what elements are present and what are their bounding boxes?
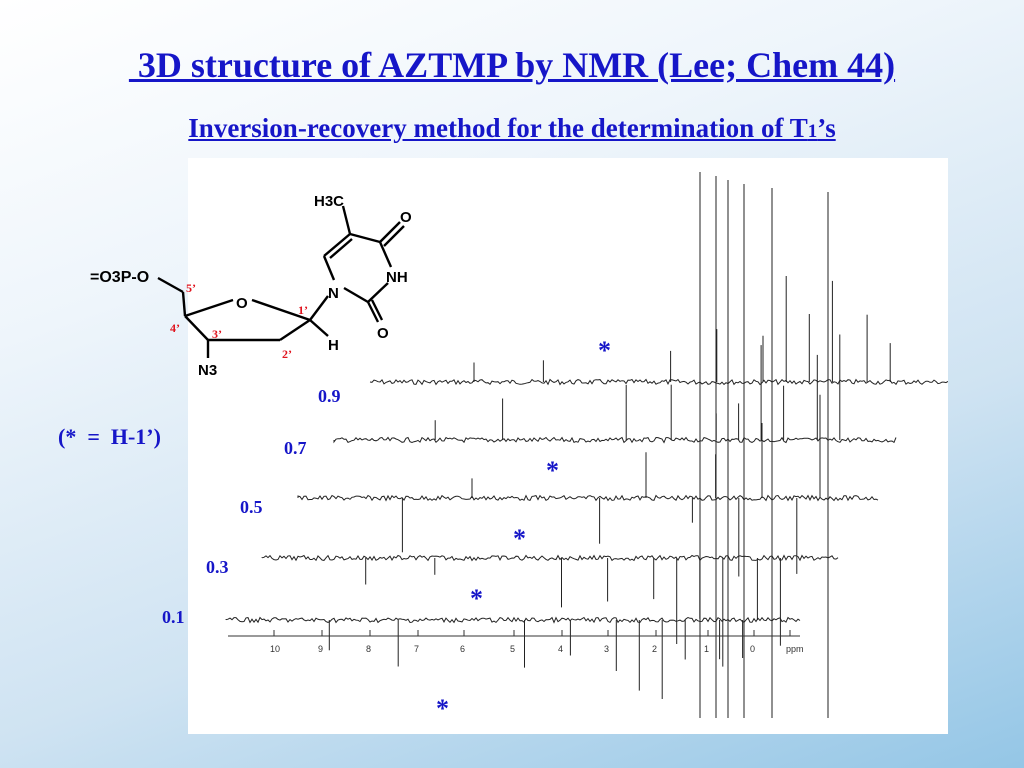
axis-tick-label: 5 — [510, 644, 515, 654]
axis-tick-label: 10 — [270, 644, 280, 654]
carbonyl-bottom-label: O — [377, 325, 389, 342]
spectrum-trace-1 — [333, 436, 897, 444]
subtitle-suffix: ’s — [817, 113, 836, 143]
axis-tick-label: 7 — [414, 644, 419, 654]
axis-tick-label: 3 — [604, 644, 609, 654]
delay-label-1: 0.7 — [284, 438, 307, 458]
spectrum-trace-0 — [369, 378, 948, 386]
h1-marker-4: * — [436, 694, 449, 723]
pos-3-label: 3’ — [212, 327, 222, 341]
axis-tick-label: 6 — [460, 644, 465, 654]
anomeric-h-label: H — [328, 337, 339, 354]
slide-title: 3D structure of AZTMP by NMR (Lee; Chem … — [128, 45, 896, 85]
molecule-bonds — [157, 205, 405, 358]
h1-marker-3: * — [470, 584, 483, 613]
legend-note: (* = H-1’) — [58, 424, 161, 449]
pos-2-label: 2’ — [282, 347, 292, 361]
axis-tick-label: 9 — [318, 644, 323, 654]
axis-tick-label: ppm — [786, 644, 804, 654]
imide-label: NH — [386, 269, 408, 286]
phosphate-label: =O3P-O — [90, 269, 149, 286]
carbonyl-top-label: O — [400, 209, 412, 226]
ring-oxygen-label: O — [236, 295, 248, 312]
spectrum-trace-4 — [225, 616, 801, 624]
h1-marker-1: * — [546, 456, 559, 485]
axis-tick-label: 4 — [558, 644, 563, 654]
delay-label-2: 0.5 — [240, 497, 263, 517]
spectrum-trace-3 — [261, 554, 839, 562]
delay-label-3: 0.3 — [206, 557, 229, 577]
subtitle-subscript: 1 — [807, 121, 818, 142]
pos-1-label: 1’ — [298, 303, 308, 317]
axis-tick-label: 1 — [704, 644, 709, 654]
h1-marker-0: * — [598, 336, 611, 365]
slide-subtitle: Inversion-recovery method for the determ… — [0, 113, 1024, 144]
position-labels: 5’ 4’ 3’ 2’ 1’ — [170, 281, 308, 361]
h1-marker-2: * — [513, 524, 526, 553]
axis-tick-label: 8 — [366, 644, 371, 654]
pos-5-label: 5’ — [186, 281, 196, 295]
delay-label-0: 0.9 — [318, 386, 341, 406]
molecule-labels: =O3P-O H3C O NH O N O H N3 — [90, 193, 412, 379]
delay-label-4: 0.1 — [162, 607, 185, 627]
axis-tick-label: 2 — [652, 644, 657, 654]
azide-label: N3 — [198, 362, 217, 379]
pos-4-label: 4’ — [170, 321, 180, 335]
ring-nitrogen-label: N — [328, 285, 339, 302]
axis-tick-label: 0 — [750, 644, 755, 654]
spectrum-trace-2 — [297, 494, 879, 502]
methyl-label: H3C — [314, 193, 344, 210]
subtitle-text: Inversion-recovery method for the determ… — [188, 113, 808, 143]
aztmp-structure: =O3P-O H3C O NH O N O H N3 5’ 4’ 3’ 2’ 1… — [90, 193, 412, 379]
